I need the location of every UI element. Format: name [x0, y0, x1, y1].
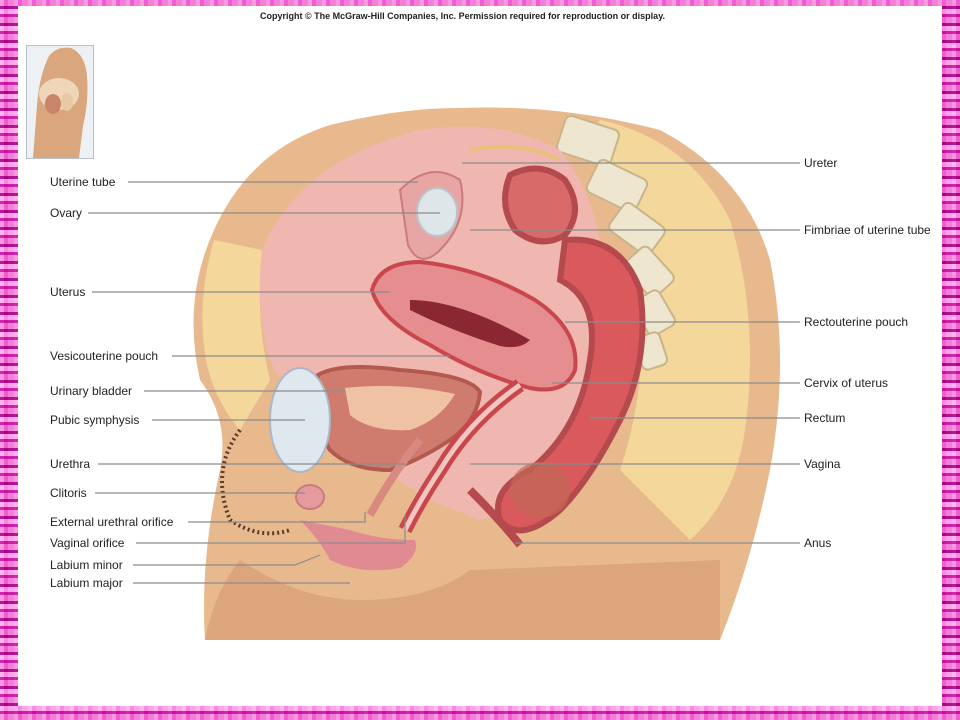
ureter-shape: [469, 144, 561, 162]
anal-canal: [467, 487, 524, 548]
label-fimbriae: Fimbriae of uterine tube: [804, 223, 931, 237]
orientation-figure: [33, 47, 88, 158]
copyright-notice: Copyright © The McGraw-Hill Companies, I…: [260, 11, 666, 21]
label-labium-major: Labium major: [50, 576, 123, 590]
clitoris-shape: [295, 484, 325, 510]
rectum-shape: [495, 236, 646, 534]
label-clitoris: Clitoris: [50, 486, 87, 500]
leader-lines-right: [462, 162, 800, 544]
label-rectum: Rectum: [804, 411, 846, 425]
label-vaginal-orifice: Vaginal orifice: [50, 536, 125, 550]
label-vagina: Vagina: [804, 457, 841, 471]
label-rectouterine-pouch: Rectouterine pouch: [804, 315, 909, 329]
label-pubic-symphysis: Pubic symphysis: [50, 413, 140, 427]
label-uterus: Uterus: [50, 285, 86, 299]
label-external-urethral-orifice: External urethral orifice: [50, 515, 174, 529]
label-anus: Anus: [804, 536, 832, 550]
fat-layer-left: [202, 240, 270, 430]
label-urinary-bladder: Urinary bladder: [50, 384, 133, 398]
ovary-shape: [416, 187, 458, 237]
label-urethra: Urethra: [50, 457, 91, 471]
colon-upper: [502, 165, 578, 245]
label-uterine-tube: Uterine tube: [50, 175, 116, 189]
label-vesicouterine-pouch: Vesicouterine pouch: [50, 349, 159, 363]
urethra-canal: [366, 437, 424, 517]
fat-layer-right: [585, 120, 750, 540]
label-labium-minor: Labium minor: [50, 558, 123, 572]
labia-shape: [300, 520, 416, 571]
leader-lines-left: [88, 181, 450, 584]
label-ureter: Ureter: [804, 156, 838, 170]
label-ovary: Ovary: [50, 206, 83, 220]
uterine-cavity: [410, 300, 530, 348]
orientation-thumbnail: [26, 45, 94, 159]
label-cervix: Cervix of uterus: [804, 376, 889, 390]
